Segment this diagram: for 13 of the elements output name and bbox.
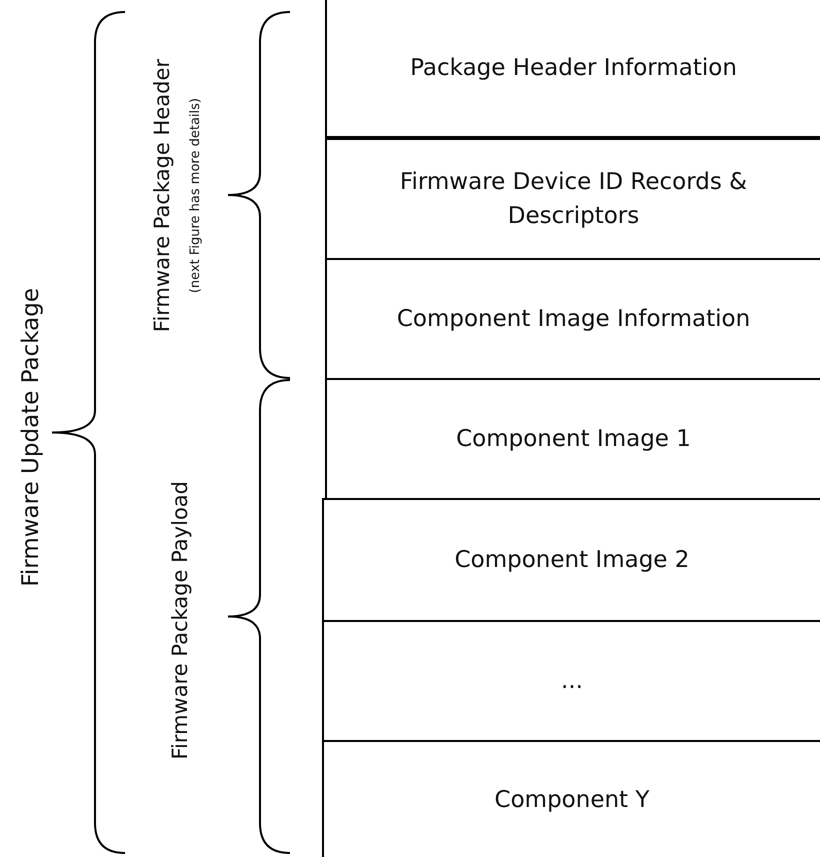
- brace-label: Firmware Update Package: [18, 288, 44, 586]
- block-label: Component Image Information: [396, 305, 750, 334]
- header-block: [325, 138, 820, 260]
- brace-label: Firmware Package Header: [150, 58, 174, 332]
- note-text: (next Figure has more details): [188, 98, 203, 293]
- brace-label: Firmware Package Payload: [168, 480, 192, 760]
- block-label: Firmware Device ID Records & Descriptors: [398, 168, 748, 231]
- block-label: Component Image 1: [456, 425, 691, 454]
- block-label: Component Y: [494, 786, 650, 815]
- block-label: Package Header Information: [410, 54, 737, 83]
- block-label: Component Image 2: [454, 546, 690, 575]
- header-block: [325, 0, 820, 138]
- block-label: ...: [561, 667, 583, 696]
